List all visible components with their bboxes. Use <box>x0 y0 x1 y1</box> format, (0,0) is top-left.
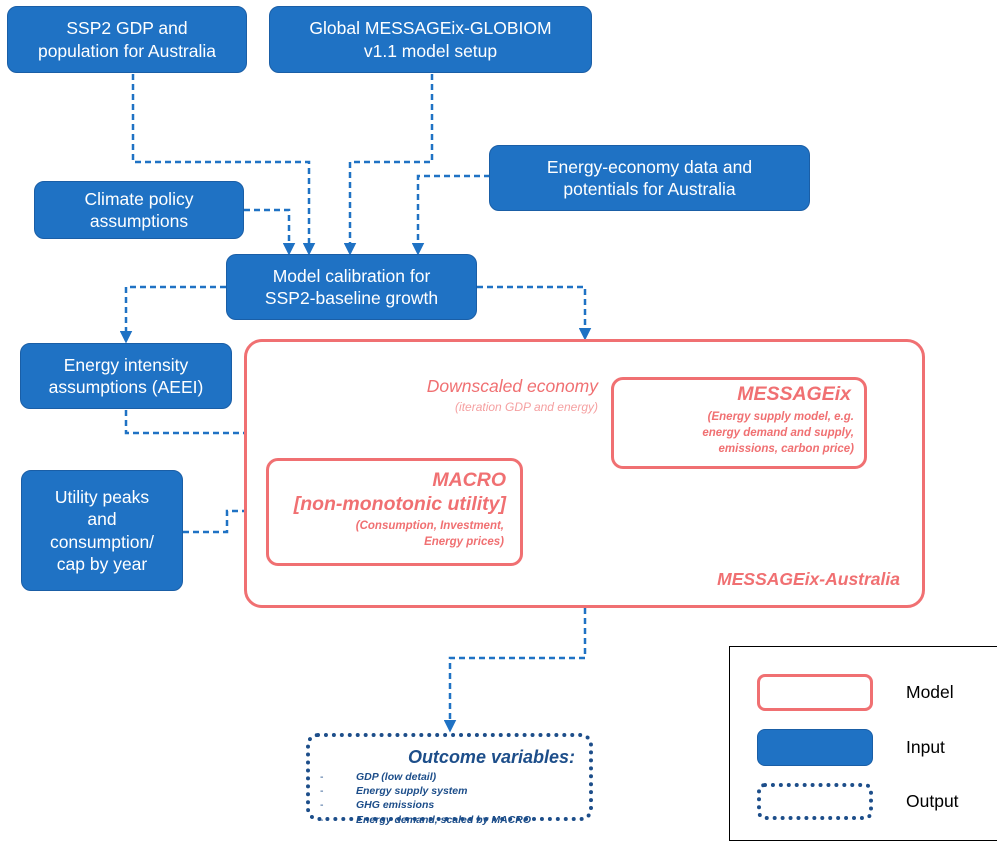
input-global-messageix-globiom: Global MESSAGEix-GLOBIOM v1.1 model setu… <box>269 6 592 73</box>
messageix-description: (Energy supply model, e.g. energy demand… <box>702 411 854 456</box>
arrow-climate-to-calibration <box>244 208 296 256</box>
input-energy-intensity: Energy intensity assumptions (AEEI) <box>20 343 232 409</box>
outcome-list: -GDP (low detail) -Energy supply system … <box>320 770 590 827</box>
input-utility-peaks: Utility peaks and consumption/ cap by ye… <box>21 470 183 591</box>
legend-input-label: Input <box>906 737 945 757</box>
arrow-calibration-to-model <box>477 285 592 341</box>
outcome-variables-box <box>306 733 593 821</box>
arrow-ssp2-to-calibration <box>131 74 316 256</box>
input-ssp2-gdp-population: SSP2 GDP and population for Australia <box>7 6 247 73</box>
outcome-item: -Energy demand, scaled by MACRO <box>320 813 532 826</box>
legend-model-swatch <box>757 674 873 711</box>
macro-title: MACRO [non-monotonic utility] <box>293 469 506 515</box>
downscaled-economy-subtitle: (iteration GDP and energy) <box>455 400 598 414</box>
outcome-title: Outcome variables: <box>407 747 575 767</box>
arrow-energyecon-to-calibration <box>411 174 490 256</box>
outcome-item: -Energy supply system <box>320 785 468 798</box>
legend: Model Input Output <box>729 646 997 841</box>
outcome-item: -GDP (low detail) <box>320 771 437 783</box>
legend-output-label: Output <box>906 791 959 811</box>
arrow-global-to-calibration <box>343 74 434 256</box>
messageix-australia-label: MESSAGEix-Australia <box>717 569 900 589</box>
macro-description: (Consumption, Investment, Energy prices) <box>355 520 504 549</box>
input-climate-policy: Climate policy assumptions <box>34 181 244 239</box>
messageix-box <box>611 377 867 469</box>
messageix-title: MESSAGEix <box>737 383 851 405</box>
legend-input-swatch <box>757 729 873 766</box>
outcome-item: -GHG emissions <box>320 799 435 812</box>
legend-output-swatch <box>757 783 873 820</box>
downscaled-economy-title: Downscaled economy <box>426 376 598 396</box>
model-calibration-box: Model calibration for SSP2-baseline grow… <box>226 254 477 320</box>
arrow-model-to-outcome <box>443 608 587 733</box>
input-energy-economy-data: Energy-economy data and potentials for A… <box>489 145 810 211</box>
macro-box <box>266 458 523 566</box>
arrow-calibration-to-intensity <box>119 285 226 344</box>
legend-model-label: Model <box>906 682 954 702</box>
